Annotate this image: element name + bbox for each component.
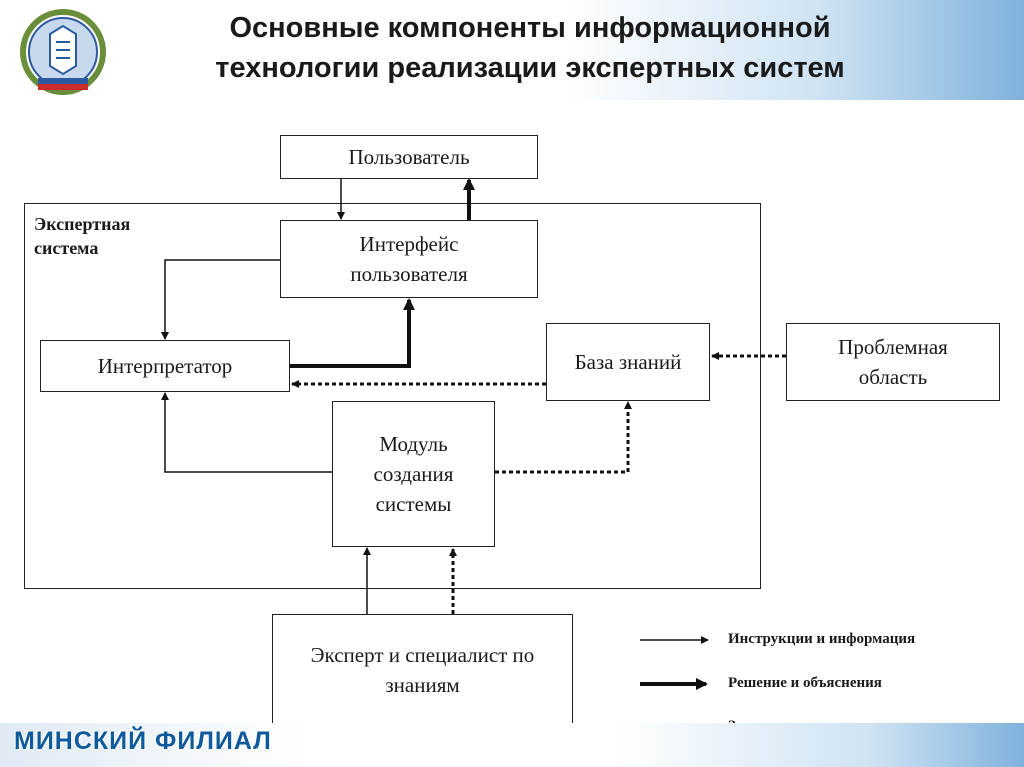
arrow-interpreter-to-interface (290, 298, 415, 368)
knowledge-base-label: База знаний (574, 350, 682, 374)
expert-label-line-1: Эксперт и специалист по (310, 643, 535, 667)
title-line-2: технологии реализации экспертных систем (215, 52, 845, 84)
expert-label-line-2: знаниям (385, 673, 460, 697)
emblem-logo-icon (20, 9, 106, 95)
arrow-builder-to-interpreter (161, 392, 332, 473)
expert-node: Эксперт и специалист по знаниям (272, 614, 573, 726)
expert-system-label-line-2: система (34, 238, 99, 258)
user-node-label: Пользователь (348, 145, 470, 169)
system-builder-label-line-2: создания (373, 462, 454, 486)
expert-system-label-line-1: Экспертная (34, 214, 131, 234)
system-builder-label-line-1: Модуль (379, 432, 448, 456)
knowledge-base-node: База знаний (546, 323, 710, 401)
footer-branch-label: МИНСКИЙ ФИЛИАЛ (14, 727, 272, 755)
expert-system-container (24, 203, 761, 589)
problem-domain-label-line-2: область (858, 365, 928, 389)
user-interface-label-line-1: Интерфейс (359, 232, 459, 256)
interpreter-label: Интерпретатор (97, 354, 233, 378)
system-builder-node: Модуль создания системы (332, 401, 495, 547)
title-line-1: Основные компоненты информационной (229, 12, 831, 44)
problem-domain-node: Проблемная область (786, 323, 1000, 401)
arrow-interface-to-interpreter (161, 259, 280, 340)
user-interface-node: Интерфейс пользователя (280, 220, 538, 298)
problem-domain-label-line-1: Проблемная (838, 335, 948, 359)
legend-solutions-label: Решение и объяснения (728, 675, 882, 691)
page-title: Основные компоненты информационной техно… (150, 8, 910, 88)
system-builder-label-line-3: системы (375, 492, 452, 516)
footer-band (0, 723, 1024, 767)
expert-system-label: Экспертная система (34, 212, 184, 260)
arrow-builder-to-kb (495, 401, 632, 474)
user-node: Пользователь (280, 135, 538, 179)
header-band (0, 0, 1024, 100)
interpreter-node: Интерпретатор (40, 340, 290, 392)
user-interface-label-line-2: пользователя (350, 262, 468, 286)
legend-instructions-label: Инструкции и информация (728, 631, 916, 647)
